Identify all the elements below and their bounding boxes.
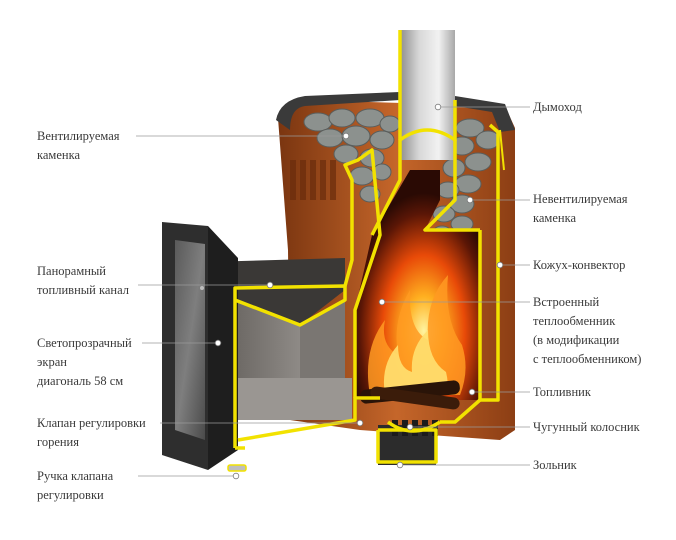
label-valve-handle: Ручка клапана регулировки [37, 467, 113, 505]
label-combustion-valve: Клапан регулировки горения [37, 414, 146, 452]
label-cast-iron-grate: Чугунный колосник [533, 418, 640, 437]
valve-handle-rod [227, 464, 247, 472]
label-transparent-screen: Светопрозрачный экран диагональ 58 см [37, 334, 132, 391]
label-casing-convector: Кожух-конвектор [533, 256, 625, 275]
label-panoramic-fuel-channel: Панорамный топливный канал [37, 262, 129, 300]
leader-lines [136, 106, 530, 477]
label-line: Ручка клапана [37, 469, 114, 483]
label-line: экран [37, 355, 67, 369]
label-line: Топливник [533, 385, 591, 399]
label-line: Дымоход [533, 100, 582, 114]
label-line: Панорамный [37, 264, 107, 278]
label-line: с теплообменником) [533, 352, 642, 366]
label-line: диагональ 58 см [37, 374, 124, 388]
label-chimney: Дымоход [533, 98, 582, 117]
front-door [162, 222, 238, 470]
label-line: теплообменник [533, 314, 616, 328]
label-heat-exchanger: Встроенный теплообменник (в модификации … [533, 293, 641, 369]
label-line: регулировки [37, 488, 104, 502]
label-ventilated-kamenka: Вентилируемая каменка [37, 127, 120, 165]
label-non-ventilated-kamenka: Невентилируемая каменка [533, 190, 628, 228]
label-line: каменка [37, 148, 81, 162]
label-line: Встроенный [533, 295, 600, 309]
label-line: Невентилируемая [533, 192, 628, 206]
label-line: топливный канал [37, 283, 129, 297]
fuel-channel [205, 258, 352, 420]
label-line: Чугунный колосник [533, 420, 640, 434]
label-line: горения [37, 435, 79, 449]
label-line: (в модификации [533, 333, 620, 347]
label-line: Зольник [533, 458, 577, 472]
label-line: Кожух-конвектор [533, 258, 626, 272]
label-ash-pan: Зольник [533, 456, 577, 475]
label-line: Клапан регулировки [37, 416, 146, 430]
chimney-pipe [400, 30, 455, 160]
label-firebox: Топливник [533, 383, 591, 402]
firebox-fire [355, 170, 480, 410]
label-line: Вентилируемая [37, 129, 120, 143]
label-line: Светопрозрачный [37, 336, 132, 350]
leader-dots [214, 103, 504, 480]
label-line: каменка [533, 211, 577, 225]
section-outline [233, 30, 505, 464]
